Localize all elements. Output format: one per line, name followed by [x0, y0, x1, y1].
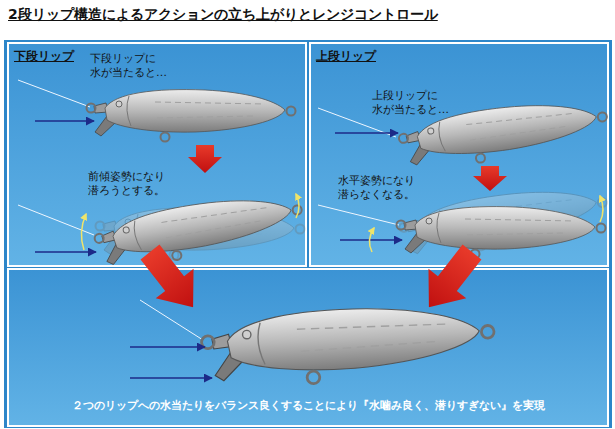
panel-ground [310, 43, 608, 266]
annotation: 前傾姿勢になり 潜ろうとする。 [88, 170, 174, 199]
fishing-line [318, 205, 399, 225]
result-panel: ２つのリップへの水当たりをバランス良くすることにより『水噛み良く、潜りすぎない』… [8, 269, 608, 426]
motion-arrow [81, 214, 86, 250]
motion-arrow [296, 194, 299, 218]
lower-lip-panel: 下段リップ 下段リップに 水が当たると… 前傾姿勢になり 潜ろうとする。 [8, 43, 306, 266]
fishing-line [18, 205, 94, 235]
water-arrow [340, 239, 402, 241]
panel-heading: 上段リップ [316, 49, 376, 64]
frame [4, 40, 612, 428]
red-arrow [188, 145, 222, 173]
fishing-line [140, 300, 203, 340]
caption-text: ２つのリップへの水当たりをバランス良くすることにより『水噛み良く、潜りすぎない』… [8, 399, 608, 414]
red-arrow [410, 237, 491, 322]
water-arrow [35, 120, 94, 122]
lure [397, 207, 606, 259]
red-arrow [473, 166, 507, 191]
red-arrow [131, 237, 212, 322]
water-arrow [335, 132, 398, 134]
lure [87, 90, 296, 142]
annotation: 上段リップに 水が当たると… [372, 89, 458, 118]
panel-heading: 下段リップ [14, 49, 74, 64]
fishing-line [18, 80, 90, 107]
water-arrow [130, 346, 205, 348]
upper-lip-panel: 上段リップ上段リップに 水が当たると… 水平姿勢になり 潜らなくなる。 [310, 43, 608, 266]
panel-ground [8, 269, 608, 426]
lure [200, 302, 496, 390]
water-arrow [35, 251, 96, 253]
lure-ghost [397, 181, 611, 262]
motion-arrow [369, 228, 374, 252]
diagram-title: 2段リップ構造によるアクションの立ち上がりとレンジコントロール [8, 6, 438, 24]
annotation: 水平姿勢になり 潜らなくなる。 [338, 174, 424, 203]
annotation: 下段リップに 水が当たると… [90, 52, 176, 81]
lure [92, 188, 307, 272]
motion-arrow [600, 196, 603, 222]
water-arrow [130, 377, 212, 379]
